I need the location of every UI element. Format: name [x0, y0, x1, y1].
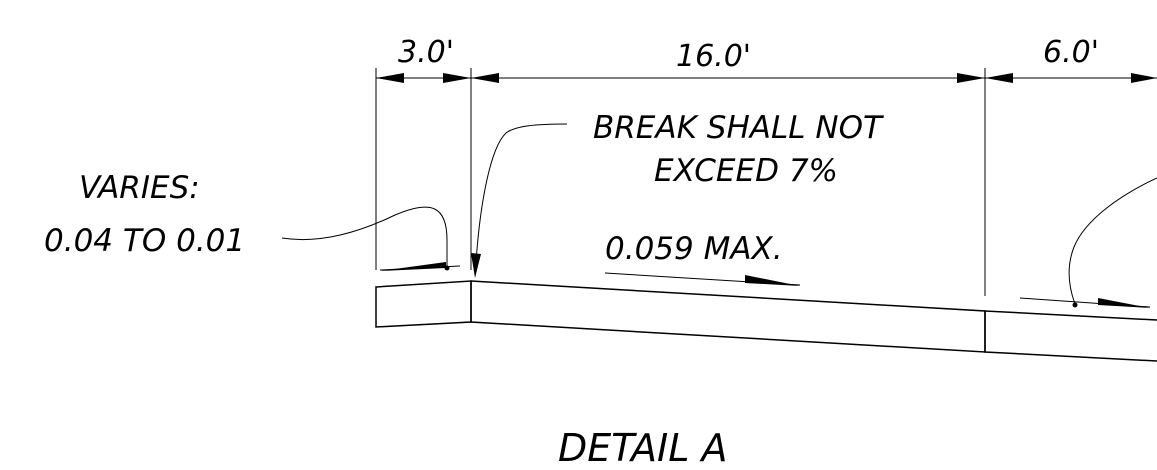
arrowhead-right-start	[985, 73, 1013, 83]
arrowhead-left-start	[376, 73, 404, 83]
dimension-label-middle: 16.0'	[676, 39, 751, 74]
outer-slope-arrowhead	[1098, 298, 1150, 308]
slope-arrows	[379, 262, 1151, 308]
arrowhead-middle-end	[957, 73, 985, 83]
detail-title: DETAIL A	[558, 426, 727, 470]
shoulder-slope-arrowhead	[380, 262, 446, 271]
varies-leader	[281, 206, 448, 267]
leader-lines	[281, 123, 1157, 308]
break-note-line1: BREAK SHALL NOT	[593, 110, 884, 146]
arrowhead-middle-start	[471, 73, 499, 83]
dimension-lines	[376, 73, 1157, 83]
break-leader-arrowhead	[471, 253, 481, 278]
pavement-section	[375, 280, 1157, 362]
varies-note-line2: 0.04 TO 0.01	[44, 223, 245, 259]
outer-leader-dot	[1072, 302, 1078, 308]
lane-slab	[470, 280, 986, 353]
slope-max-note: 0.059 MAX.	[605, 231, 783, 267]
outer-leader	[1068, 177, 1157, 305]
lane-slope-arrowhead	[745, 275, 800, 286]
outer-lane-slab	[984, 310, 1157, 362]
arrowhead-left-end	[443, 73, 471, 83]
varies-leader-dot	[444, 265, 450, 271]
varies-note-line1: VARIES:	[79, 170, 200, 206]
arrowhead-right-end	[1131, 73, 1157, 83]
extension-lines	[375, 68, 986, 296]
dimension-label-right: 6.0'	[1043, 35, 1099, 70]
break-leader	[475, 123, 568, 263]
dimension-label-left: 3.0'	[398, 35, 454, 70]
break-note-line2: EXCEED 7%	[654, 153, 838, 189]
shoulder-slab	[375, 280, 472, 328]
